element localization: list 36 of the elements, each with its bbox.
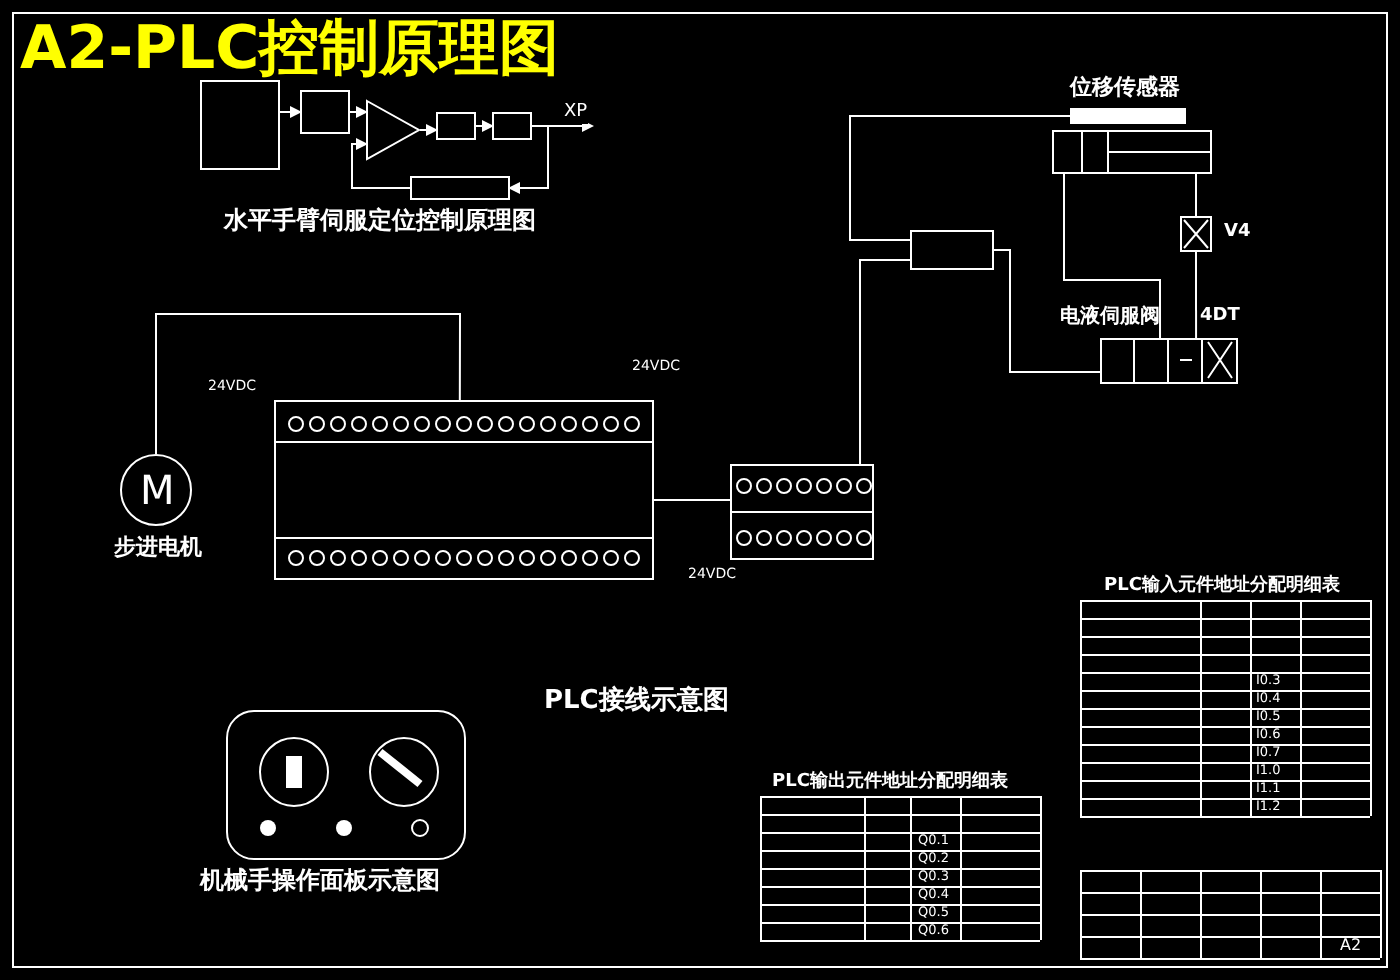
component-tag: V4 bbox=[1224, 224, 1251, 244]
table-title: PLC输出元件地址分配明细表 bbox=[772, 774, 1008, 794]
arrow bbox=[279, 106, 302, 118]
panel-label: 机械手操作面板示意图 bbox=[200, 868, 440, 895]
arrow bbox=[419, 123, 438, 136]
connecting-line bbox=[155, 313, 461, 455]
controller-box bbox=[300, 90, 350, 134]
motor-label: 步进电机 bbox=[114, 536, 202, 561]
connecting-line bbox=[1195, 173, 1197, 217]
connecting-line bbox=[993, 249, 1101, 374]
component-tag: 4DT bbox=[1200, 308, 1240, 328]
caption: 水平手臂伺服定位控制原理图 bbox=[224, 208, 538, 235]
operating-panel bbox=[226, 710, 466, 860]
arrow bbox=[351, 138, 411, 189]
sensor-label: 位移传感器 bbox=[1070, 76, 1180, 101]
connecting-line bbox=[1195, 251, 1198, 339]
arrow bbox=[508, 125, 549, 194]
motor-circle bbox=[120, 454, 192, 526]
sheet-size-label: A2 bbox=[1340, 938, 1362, 956]
feedback-box bbox=[410, 176, 510, 200]
diagram-title: A2-PLC控制原理图 bbox=[20, 16, 560, 82]
arrow bbox=[349, 106, 368, 118]
connecting-line bbox=[653, 499, 731, 502]
edge-label: XP bbox=[564, 104, 588, 124]
connecting-line bbox=[849, 115, 1071, 241]
table-title: PLC输入元件地址分配明细表 bbox=[1104, 578, 1340, 598]
valve-label: 电液伺服阀 bbox=[1060, 306, 1160, 328]
motor-letter: M bbox=[140, 468, 175, 512]
connecting-line bbox=[1063, 173, 1162, 339]
connecting-line bbox=[859, 259, 911, 465]
block-box bbox=[492, 112, 532, 140]
arrow bbox=[475, 120, 494, 132]
block-box bbox=[200, 80, 280, 170]
servo-amplifier-box bbox=[910, 230, 994, 270]
block-box bbox=[436, 112, 476, 140]
caption: PLC接线示意图 bbox=[544, 688, 729, 717]
